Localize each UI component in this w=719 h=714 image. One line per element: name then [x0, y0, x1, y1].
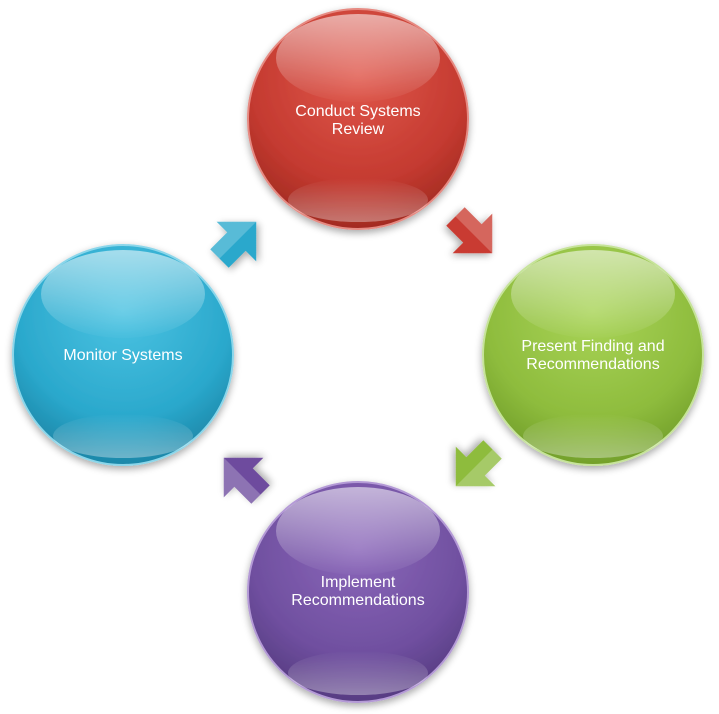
node-label-implement-line2: Recommendations	[291, 592, 424, 609]
node-label-review-line1: Conduct Systems	[295, 103, 420, 120]
node-label-review-line2: Review	[332, 121, 385, 138]
node-label-present-line2: Recommendations	[526, 356, 659, 373]
node-implement-recommendations: Implement Recommendations	[247, 481, 469, 703]
node-label-present-line1: Present Finding and	[521, 338, 664, 355]
node-label-monitor: Monitor Systems	[63, 347, 182, 364]
arrow-review-to-present	[446, 207, 493, 254]
node-conduct-systems-review: Conduct Systems Review	[247, 8, 469, 230]
arrow-monitor-to-review	[210, 221, 257, 268]
arrow-implement-to-monitor	[223, 457, 270, 504]
arrow-present-to-implement	[455, 440, 502, 487]
node-present-findings: Present Finding and Recommendations	[482, 244, 704, 466]
node-monitor-systems: Monitor Systems	[12, 244, 234, 466]
node-label-implement-line1: Implement	[321, 574, 396, 591]
